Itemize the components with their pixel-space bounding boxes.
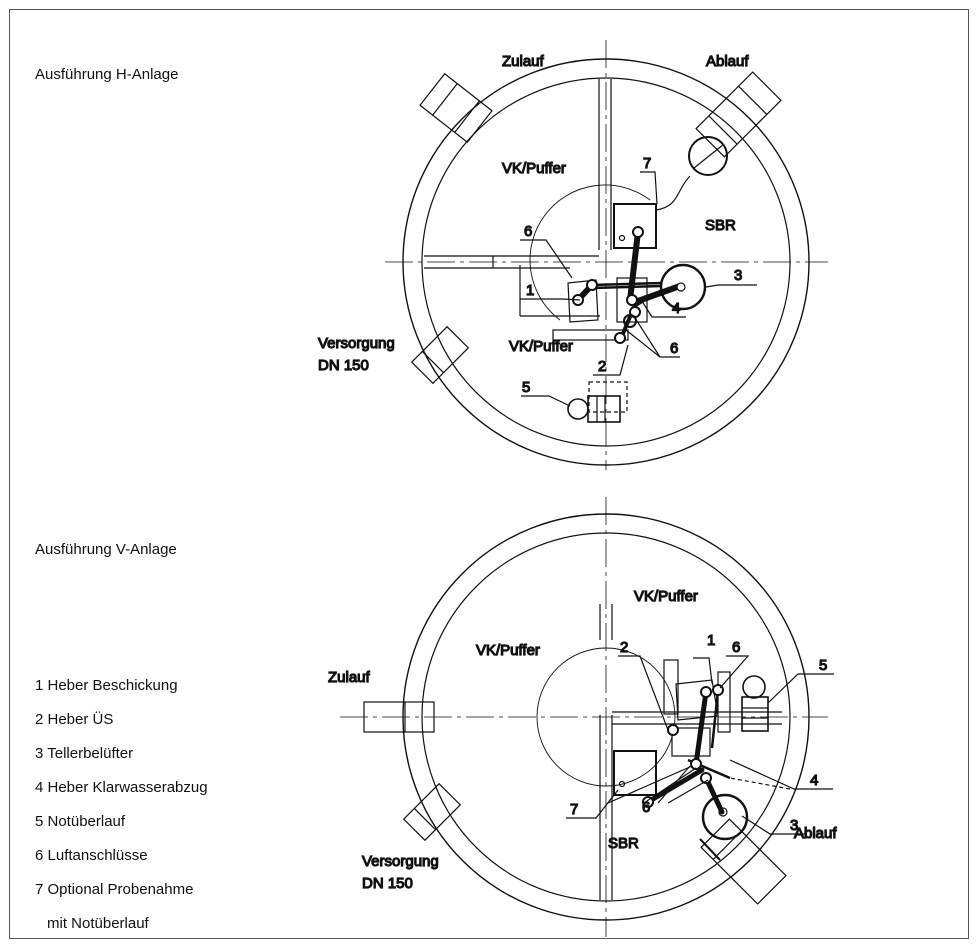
v-plant-title: Ausführung V-Anlage xyxy=(35,541,177,558)
legend-item-4: 4 Heber Klarwasserabzug xyxy=(35,779,208,796)
h-label-supply-2: DN 150 xyxy=(318,357,369,374)
h-label-supply-1: Versorgung xyxy=(318,335,395,352)
v-inlet-pipe xyxy=(363,701,435,733)
legend-item-3: 3 Tellerbelüfter xyxy=(35,745,134,762)
v-callout-7: 7 xyxy=(570,801,578,818)
h-label-primary-tank: VK/Puffer xyxy=(502,160,566,177)
h-callout-3: 3 xyxy=(734,267,742,284)
h-callout-2: 2 xyxy=(598,358,606,375)
v-callout-4: 4 xyxy=(810,772,818,789)
v-access-shaft xyxy=(536,647,676,787)
v-callout-5: 5 xyxy=(819,657,827,674)
h-label-inlet: Zulauf xyxy=(502,53,545,70)
v-label-sbr: SBR xyxy=(608,835,639,852)
h-callout-7: 7 xyxy=(643,155,651,172)
legend-item-7: 7 Optional Probenahme xyxy=(35,881,194,898)
v-label-primary-tank-left: VK/Puffer xyxy=(476,642,540,659)
h-outlet-elbow xyxy=(688,136,728,176)
v-callout-3: 3 xyxy=(790,817,798,834)
legend-item-2: 2 Heber ÜS xyxy=(35,711,114,728)
v-callout-6-lower: 6 xyxy=(642,799,650,816)
v-lifter-plate xyxy=(675,679,719,721)
v-label-inlet: Zulauf xyxy=(328,669,371,686)
h-access-shaft xyxy=(529,184,651,321)
v-label-outlet: Ablauf xyxy=(794,825,837,842)
h-label-primary-tank-lower: VK/Puffer xyxy=(509,338,573,355)
h-outlet-pipe xyxy=(695,71,782,158)
h-inlet-pipe xyxy=(419,72,493,144)
legend-item-5: 5 Notüberlauf xyxy=(35,813,126,830)
v-disc-aerator xyxy=(701,793,749,841)
v-sampling-box xyxy=(613,750,657,796)
h-label-outlet: Ablauf xyxy=(706,53,749,70)
h-plant-drawing: 6 1 2 3 4 6 7 5 Zulauf Ablauf VK/Puffer … xyxy=(317,40,828,470)
v-callout-1: 1 xyxy=(707,632,715,649)
h-callout-6-lower: 6 xyxy=(670,340,678,357)
h-callout-5: 5 xyxy=(522,379,530,396)
legend: 1 Heber Beschickung 2 Heber ÜS 3 Tellerb… xyxy=(35,676,208,948)
v-plant-drawing: 2 1 6 5 4 3 7 6 Zulauf Ablauf VK/Puffer … xyxy=(327,497,838,937)
h-callout-4: 4 xyxy=(672,300,680,317)
h-label-sbr: SBR xyxy=(705,217,736,234)
drawing-frame xyxy=(9,9,969,939)
v-label-supply-2: DN 150 xyxy=(362,875,413,892)
v-emergency-overflow xyxy=(742,675,766,699)
h-callout-6-upper: 6 xyxy=(524,223,532,240)
h-emergency-overflow xyxy=(567,398,589,420)
v-label-primary-tank-right: VK/Puffer xyxy=(634,588,698,605)
h-excess-sludge-pipe xyxy=(552,329,629,341)
v-callout-2: 2 xyxy=(620,639,628,656)
v-label-supply-1: Versorgung xyxy=(362,853,439,870)
legend-item-7-continued: mit Notüberlauf xyxy=(47,915,149,932)
legend-item-6: 6 Luftanschlüsse xyxy=(35,847,148,864)
v-callout-6-upper: 6 xyxy=(732,639,740,656)
h-callout-1: 1 xyxy=(526,282,534,299)
h-lifter-plate xyxy=(567,279,599,323)
legend-item-1: 1 Heber Beschickung xyxy=(35,677,178,694)
h-supply-pipe xyxy=(410,325,470,385)
h-plant-title: Ausführung H-Anlage xyxy=(35,66,179,83)
v-supply-pipe xyxy=(402,782,462,842)
h-sampling-overflow-pipe xyxy=(655,175,691,211)
